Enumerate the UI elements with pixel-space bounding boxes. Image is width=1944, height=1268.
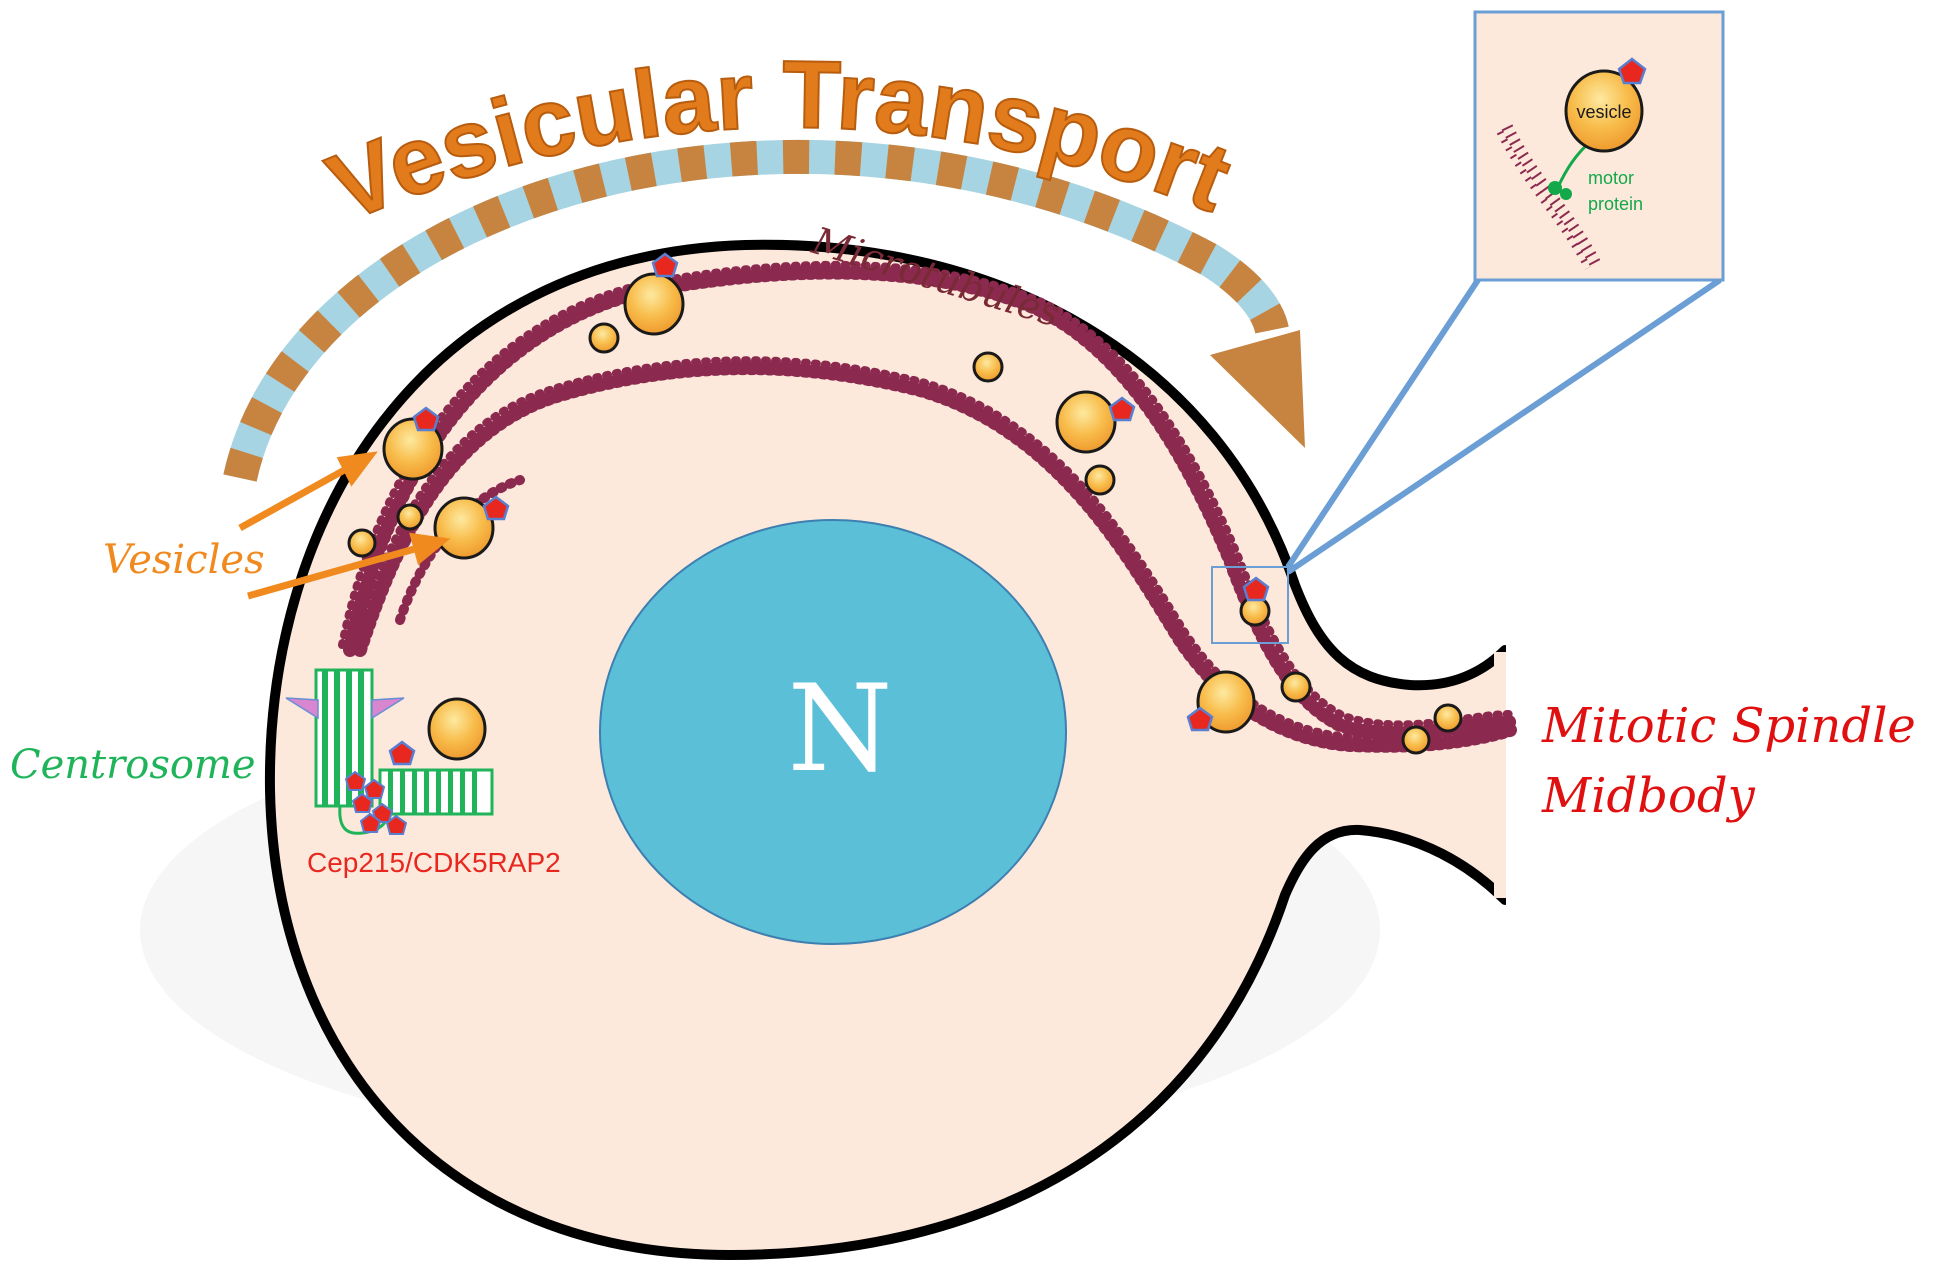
motor-protein-inset: vesicle motor protein [1473,10,1725,282]
midbody-label-line1: Mitotic Spindle [1541,698,1916,754]
inset-vesicle-label: vesicle [1576,102,1631,122]
midbody-label-line2: Midbody [1541,768,1756,824]
inset-microtubule [1501,124,1601,266]
vesicle [1084,464,1116,496]
vesicle [427,697,487,761]
inset-vesicle [1564,69,1644,153]
vesicle [1055,390,1117,454]
centrosome [285,668,494,835]
motor-protein-label-1: motor [1588,168,1634,188]
vesicle [433,496,495,560]
cargo-pentagon [482,495,510,521]
cargo-pentagon [651,252,679,278]
cep215-cluster [344,770,408,835]
zoom-region [1211,566,1289,644]
cargo-pentagon [1242,576,1270,602]
centriole-horizontal [378,768,494,816]
transport-arrowhead [1210,330,1305,448]
nucleus-label: N [788,660,893,799]
nucleus [599,519,1067,945]
vesicle [396,503,424,531]
cep215-label: Cep215/CDK5RAP2 [307,847,561,878]
inset-connector [1286,277,1722,575]
cargo-pentagon [1108,396,1136,422]
centrosome-label: Centrosome [10,742,256,788]
inset-connector [1285,278,1481,569]
cargo-pentagon [1186,706,1214,732]
cargo-pentagon [388,740,416,766]
vesicle [1401,725,1431,755]
vesicle [588,322,620,354]
midbody-opening [1506,640,1526,910]
transport-arrow-dashes [223,139,1289,482]
microtubules [338,260,1517,753]
cargo-pentagon [1617,57,1647,85]
cargo-pentagon [412,406,440,432]
vesicles-label: Vesicles [103,537,265,583]
motor-protein-head [1560,188,1572,200]
microtubule-outer [343,265,1517,741]
vesicle-pointers [238,451,451,600]
vesicle [382,417,444,481]
motor-protein-head [1548,181,1562,195]
vesicle [972,351,1004,383]
vesicle [623,272,685,336]
vesicle [1280,671,1312,703]
motor-protein-label-2: protein [1588,194,1643,214]
cargo-molecules [388,252,1270,766]
appendage [285,697,319,720]
microtubule-inner [353,361,1517,753]
vesicle [347,528,377,558]
appendage [371,697,405,720]
vesicle [1433,703,1463,733]
